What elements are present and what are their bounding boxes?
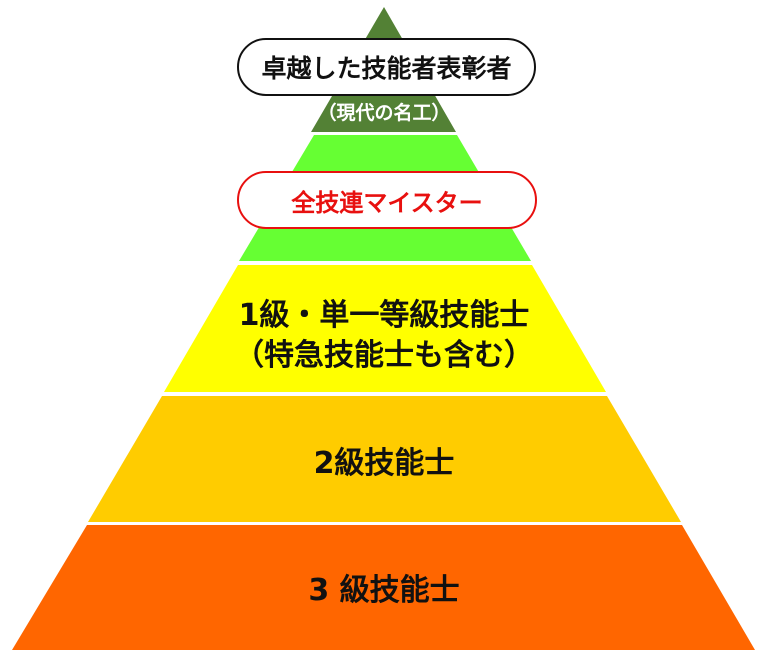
meister-label: 全技連マイスター <box>291 188 483 217</box>
tier-level-1-shape <box>164 265 606 392</box>
meister-badge: 全技連マイスター <box>237 171 537 229</box>
tier-level-2-label: 2級技能士 <box>313 446 455 481</box>
tier-level-1-line2: （特急技能士も含む） <box>234 338 534 373</box>
top-award-label: 卓越した技能者表彰者 <box>261 54 512 83</box>
tier-level-3-shape <box>12 525 755 650</box>
tier-level-1-line1: 1級・単一等級技能士 <box>238 298 530 333</box>
tier-level-2-shape <box>88 396 681 522</box>
top-award-sublabel: （現代の名工） <box>317 102 451 124</box>
tier-level-3-label: 3 級技能士 <box>308 573 460 608</box>
top-award-badge: 卓越した技能者表彰者 <box>237 38 536 96</box>
tier-level-1-label: 1級・単一等級技能士 （特急技能士も含む） <box>0 296 768 376</box>
